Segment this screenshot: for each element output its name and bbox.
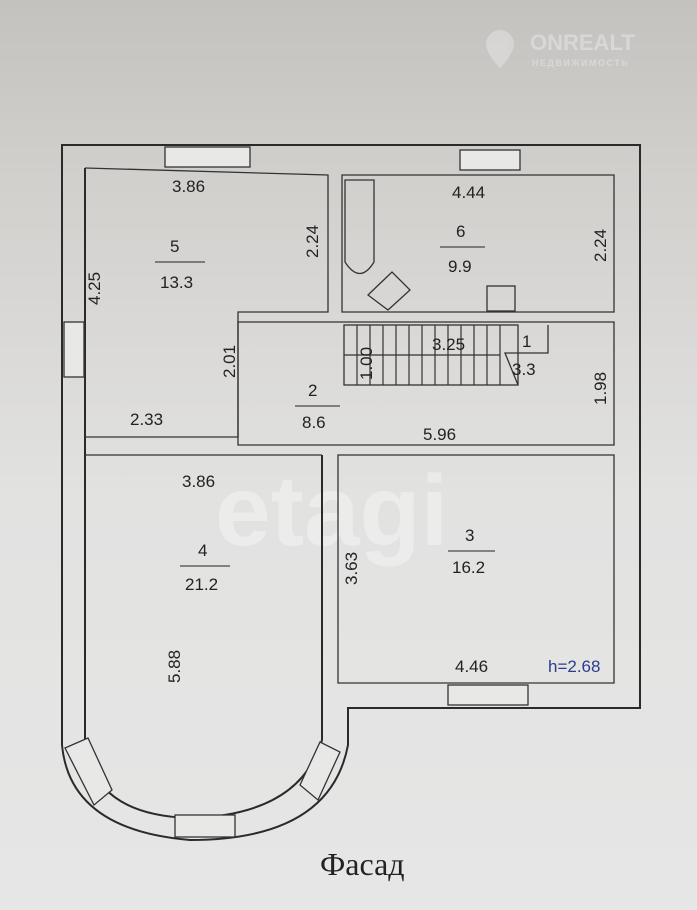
bathtub-icon bbox=[344, 179, 375, 275]
room-5-side: 2.24 bbox=[303, 225, 322, 258]
room-5-width: 3.86 bbox=[172, 177, 205, 196]
room-1-number: 1 bbox=[522, 332, 531, 351]
location-pin-icon bbox=[486, 30, 514, 68]
room-1-area: 3.3 bbox=[512, 360, 536, 379]
room-2-side: 2.01 bbox=[220, 345, 239, 378]
room-6-area: 9.9 bbox=[448, 257, 472, 276]
room-6-outline bbox=[341, 174, 615, 313]
room-2-outline bbox=[237, 321, 615, 446]
room-2-number: 2 bbox=[308, 381, 317, 400]
room-2-area: 8.6 bbox=[302, 413, 326, 432]
onrealt-watermark: ONREALT НЕДВИЖИМОСТЬ bbox=[486, 30, 635, 68]
room-5-number: 5 bbox=[170, 237, 179, 256]
watermark-brand-sub: НЕДВИЖИМОСТЬ bbox=[532, 58, 629, 68]
room-6-number: 6 bbox=[456, 222, 465, 241]
room-3-area: 16.2 bbox=[452, 558, 485, 577]
room-6-width: 4.44 bbox=[452, 183, 485, 202]
room-5-height: 4.25 bbox=[85, 272, 104, 305]
toilet-icon bbox=[366, 271, 411, 311]
room-4-area: 21.2 bbox=[185, 575, 218, 594]
windows bbox=[63, 146, 529, 838]
watermark-brand: ONREALT bbox=[530, 30, 635, 55]
room-4-number: 4 bbox=[198, 541, 207, 560]
room-6-height: 2.24 bbox=[591, 229, 610, 262]
room-2-length: 5.96 bbox=[423, 425, 456, 444]
room-3-height: 3.63 bbox=[342, 552, 361, 585]
staircase bbox=[343, 324, 549, 386]
room-3-number: 3 bbox=[465, 526, 474, 545]
room-4-width: 3.86 bbox=[182, 472, 215, 491]
room-3-width: 4.46 bbox=[455, 657, 488, 676]
etagi-watermark: etagi bbox=[215, 455, 448, 567]
facade-caption: Фасад bbox=[320, 846, 405, 882]
room-1-length: 3.25 bbox=[432, 335, 465, 354]
room-1-width: 1.00 bbox=[357, 347, 376, 380]
room-5-bottom: 2.33 bbox=[130, 410, 163, 429]
room-3-outline bbox=[337, 454, 615, 684]
room-5-outline bbox=[84, 167, 329, 438]
room-2-height: 1.98 bbox=[591, 372, 610, 405]
ceiling-height: h=2.68 bbox=[548, 657, 600, 676]
sink-icon bbox=[486, 285, 516, 312]
room-5-area: 13.3 bbox=[160, 273, 193, 292]
room-4-length: 5.88 bbox=[165, 650, 184, 683]
